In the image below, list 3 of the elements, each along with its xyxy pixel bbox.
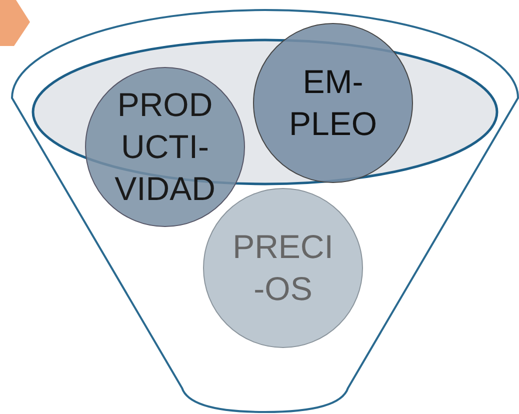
circle-label: PROD UCTI- VIDAD bbox=[114, 85, 216, 209]
circle-label: PRECI -OS bbox=[232, 227, 334, 309]
circle-label: EM- PLEO bbox=[288, 62, 378, 144]
